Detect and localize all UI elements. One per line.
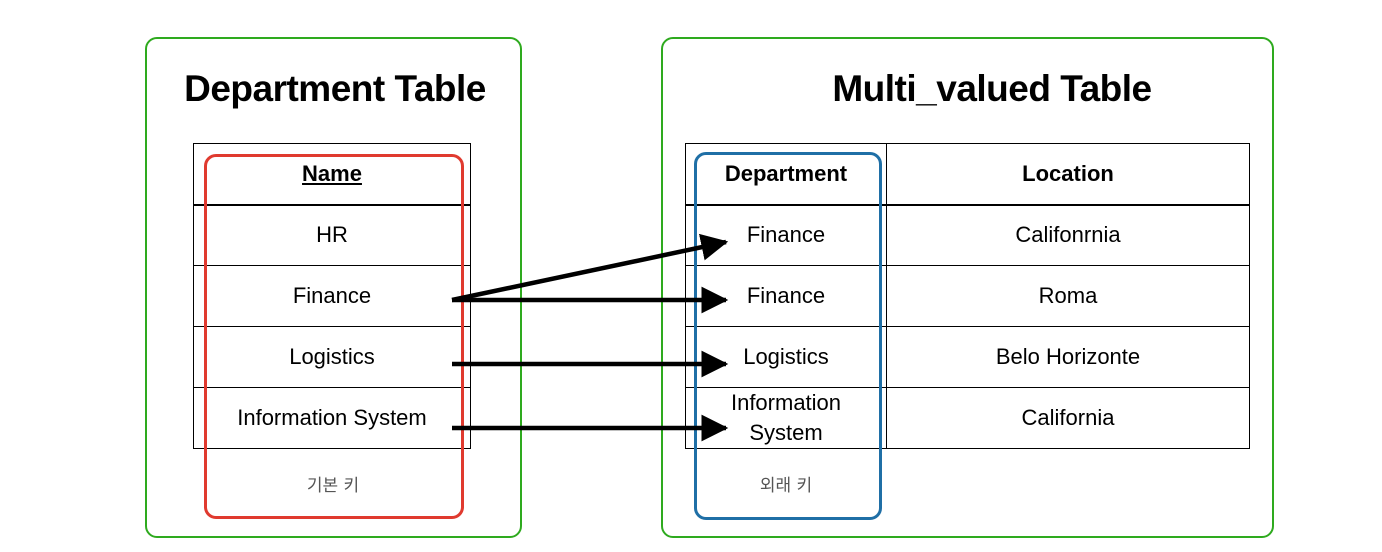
table-row: Logistics Belo Horizonte — [685, 326, 1250, 388]
location-cell: Roma — [886, 265, 1250, 327]
table-cell: Information System — [193, 387, 471, 449]
table-row: HR — [193, 204, 471, 266]
table-row: Information System — [193, 387, 471, 449]
table-header-row: Name — [193, 143, 471, 206]
department-table-title: Department Table — [184, 68, 486, 109]
multi-valued-table-panel — [661, 37, 1274, 538]
foreign-key-label: 외래 키 — [759, 476, 813, 496]
arrow-finance-to-row-1 — [451, 233, 729, 303]
table-cell: HR — [193, 204, 471, 266]
location-header: Location — [886, 143, 1250, 206]
table-cell: Logistics — [193, 326, 471, 388]
table-row: Logistics — [193, 326, 471, 388]
table-row: Finance Roma — [685, 265, 1250, 327]
name-header: Name — [193, 143, 471, 206]
location-cell: Belo Horizonte — [886, 326, 1250, 388]
foreign-key-highlight — [694, 152, 882, 520]
department-table: Name HR Finance Logistics Information Sy… — [193, 143, 471, 449]
primary-key-highlight — [204, 154, 464, 519]
location-cell: California — [886, 387, 1250, 449]
table-cell: Finance — [193, 265, 471, 327]
multi-valued-table-title: Multi_valued Table — [832, 68, 1152, 109]
table-row: Finance — [193, 265, 471, 327]
primary-key-label: 기본 키 — [306, 476, 360, 496]
